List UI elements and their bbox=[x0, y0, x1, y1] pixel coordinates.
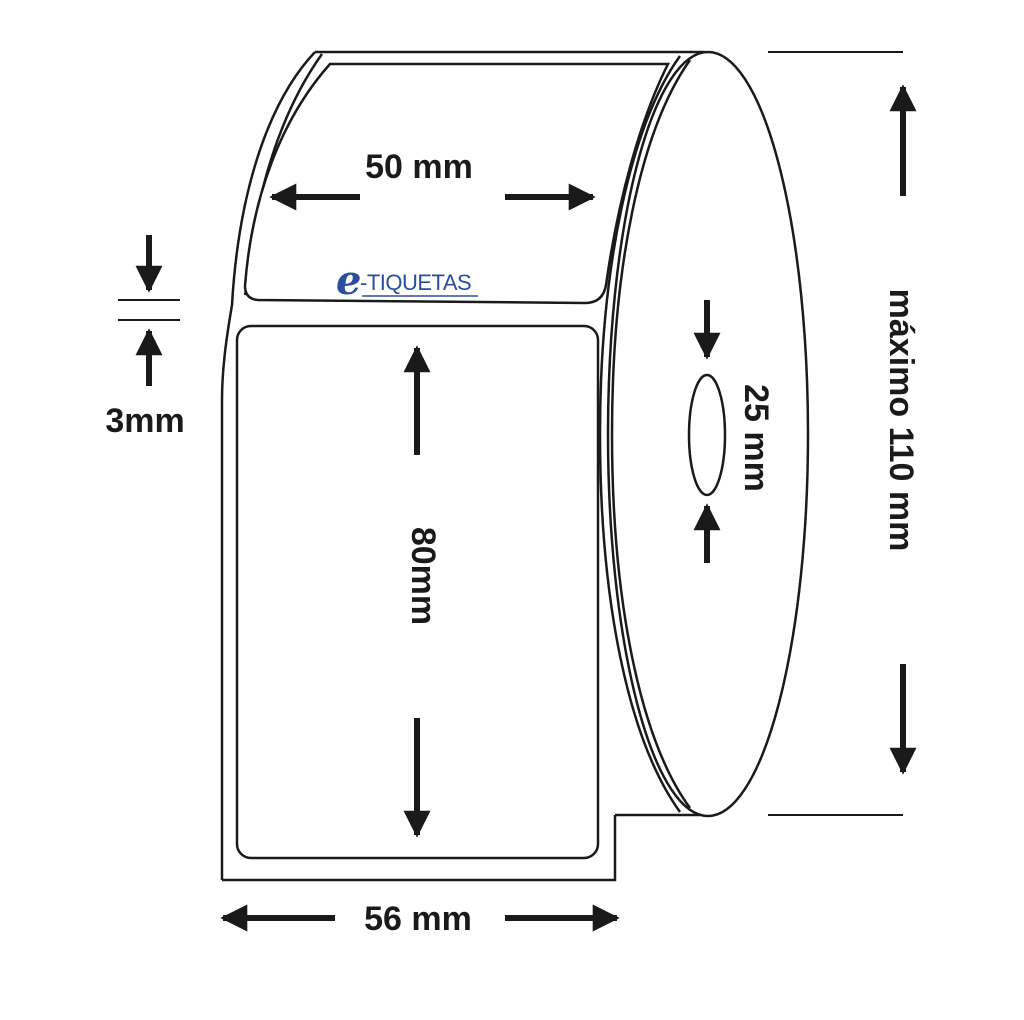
label-core-25: 25 mm bbox=[737, 384, 775, 492]
logo-text: -TIQUETAS bbox=[360, 270, 471, 295]
extension-lines bbox=[118, 51, 903, 816]
logo-mark: e bbox=[336, 257, 361, 304]
label-width-50: 50 mm bbox=[365, 148, 473, 186]
company-logo: e -TIQUETAS bbox=[336, 257, 478, 304]
label-max-110: máximo 110 mm bbox=[882, 289, 920, 552]
roll-left-curve bbox=[220, 51, 316, 880]
label-gap-3: 3mm bbox=[105, 402, 184, 440]
roll-side-disc bbox=[606, 50, 810, 818]
roll-core-hole bbox=[687, 373, 727, 497]
roll-side-rim bbox=[610, 59, 692, 809]
hanging-label bbox=[235, 324, 600, 860]
label-on-roll bbox=[243, 62, 671, 305]
roll-side-rim-outer bbox=[598, 55, 682, 813]
label-width-56: 56 mm bbox=[364, 900, 472, 938]
roll-body bbox=[220, 50, 810, 882]
strip-bottom bbox=[222, 815, 617, 882]
label-height-80: 80mm bbox=[404, 527, 442, 625]
